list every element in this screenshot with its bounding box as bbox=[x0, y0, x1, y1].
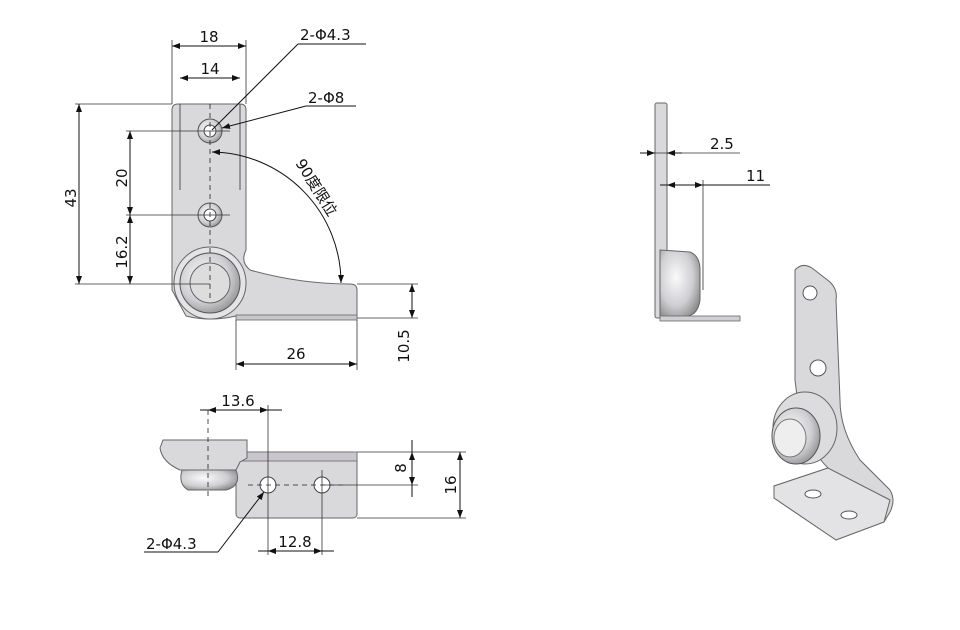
dim-hole-offset: 8 bbox=[392, 463, 410, 473]
dim-thickness: 2.5 bbox=[710, 135, 734, 153]
dim-hole-pitch: 20 bbox=[113, 168, 131, 187]
dim-width-outer: 18 bbox=[199, 28, 218, 46]
dim-height-total: 43 bbox=[62, 188, 80, 207]
dim-hole-pitch-bottom: 12.8 bbox=[278, 533, 311, 551]
dim-width: 16 bbox=[442, 475, 460, 494]
side-view: 2.5 11 bbox=[640, 102, 770, 322]
dim-axis-offset: 13.6 bbox=[221, 392, 254, 410]
dim-leg-length: 26 bbox=[286, 345, 305, 363]
isometric-view bbox=[771, 264, 894, 541]
label-hole-bottom: 2-Φ4.3 bbox=[146, 535, 197, 553]
dim-width-inner: 14 bbox=[200, 60, 219, 78]
bottom-view: 13.6 8 16 2-Φ4.3 12.8 bbox=[144, 392, 466, 555]
dim-depth: 11 bbox=[746, 167, 765, 185]
label-hole-small: 2-Φ4.3 bbox=[300, 26, 351, 44]
label-hole-countersink: 2-Φ8 bbox=[308, 89, 344, 107]
dim-leg-height: 10.5 bbox=[395, 329, 413, 362]
dim-hole-to-axis: 16.2 bbox=[113, 235, 131, 268]
front-view: 18 14 2-Φ4.3 2-Φ8 43 20 16.2 90度限位 26 10… bbox=[62, 26, 418, 370]
